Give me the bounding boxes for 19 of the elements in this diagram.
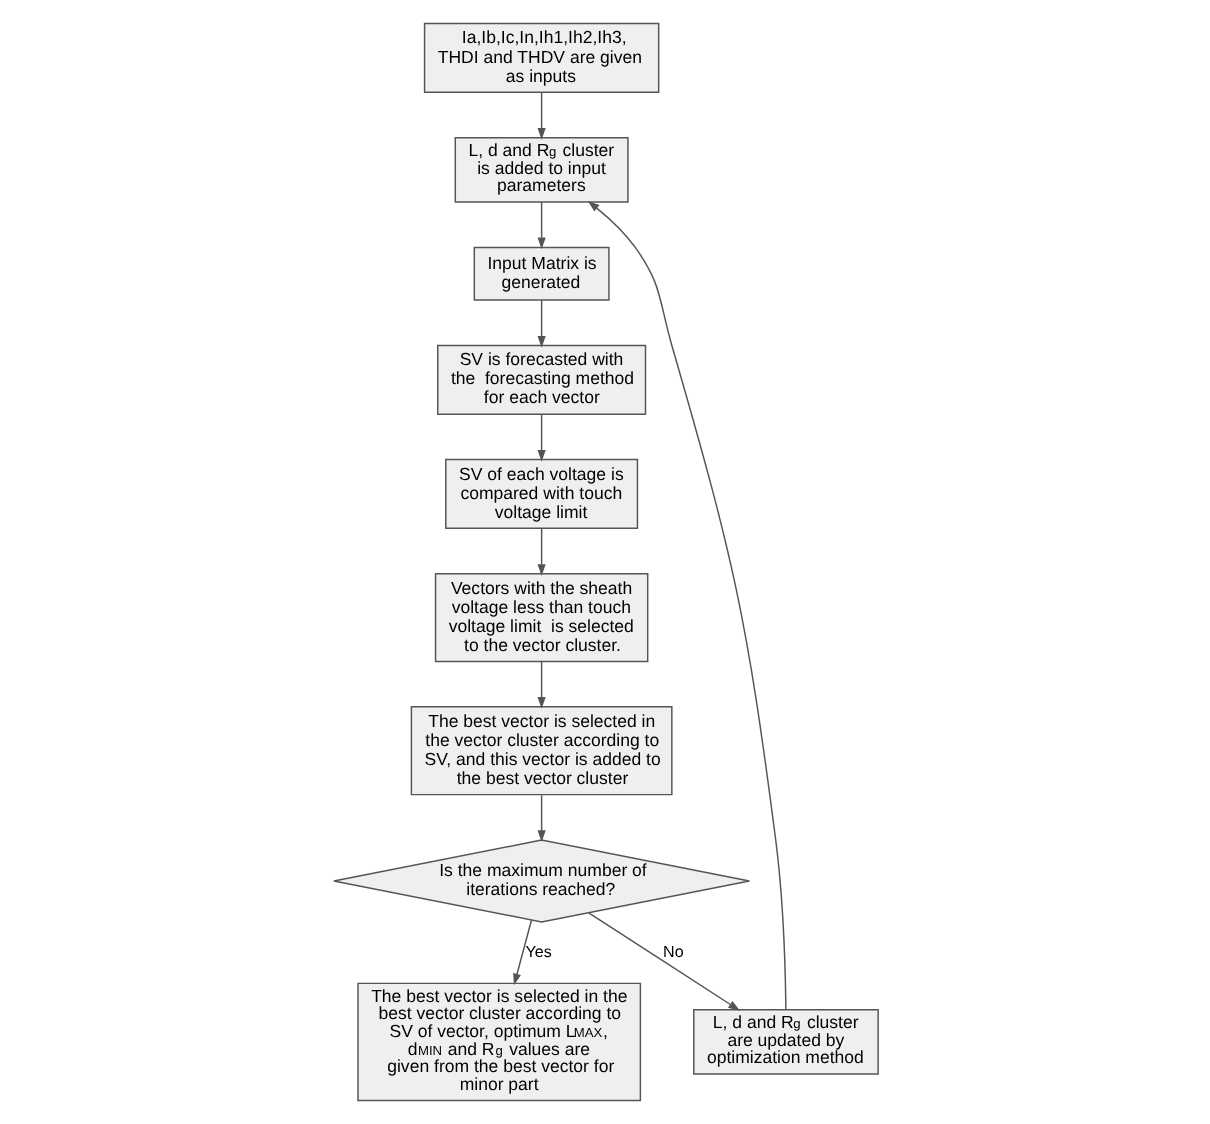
node-box: Input Matrix is generated [472,246,609,301]
edge-label: Yes [524,942,551,961]
arrow [512,919,532,986]
arrow [536,413,545,462]
node-box: Vectors with the sheath voltage less than touch voltage limit is selected to the vector cluster. [433,573,648,663]
node-diamond: Is the maximum number of iterations reached? [332,839,750,923]
node-box: Ia,Ib,Ic,In,Ih1,Ih2,Ih3, THDI and THDV are given as inputs [422,22,659,94]
node-box: SV of each voltage is compared with touch voltage limit [444,458,638,530]
arrow [536,299,545,348]
arrow [536,201,545,250]
arrow [587,912,740,1011]
arrow [536,660,545,709]
arrow [536,794,545,843]
node-box: SV is forecasted with the forecasting method for each vector [436,344,646,415]
arrow [536,91,545,140]
edge-label: No [662,942,683,961]
arrow [536,527,545,576]
arrow [586,200,786,1010]
node-box: The best vector is selected in the vector cluster according to SV, and this vector is added to the best vector cluster [409,706,672,796]
